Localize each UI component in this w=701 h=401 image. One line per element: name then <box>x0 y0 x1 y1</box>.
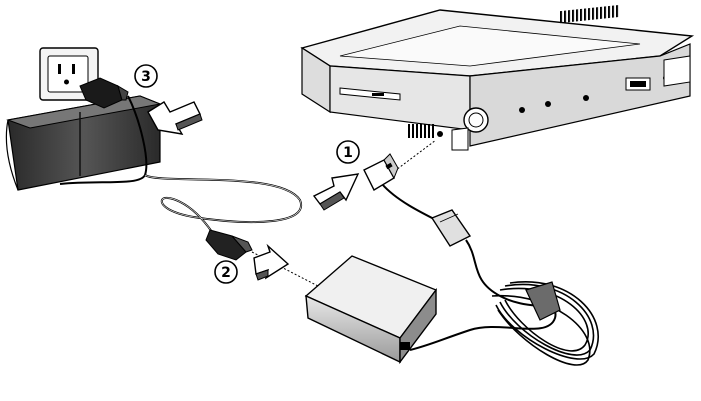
laptop <box>300 4 695 151</box>
step-marker-1: 1 <box>336 140 360 164</box>
step-number: 1 <box>343 145 353 161</box>
step-number: 3 <box>141 69 151 85</box>
insert-arrow-icon <box>147 101 203 135</box>
step-marker-3: 3 <box>134 64 158 88</box>
ac-connector-icon <box>205 229 253 261</box>
wall-ledge <box>5 95 162 191</box>
insert-arrow-icon <box>312 173 360 211</box>
ferrite-bead <box>430 209 472 247</box>
step-marker-2: 2 <box>214 260 238 284</box>
step-number: 2 <box>221 265 231 281</box>
ac-cord-loop <box>144 174 303 233</box>
dc-in-jack <box>437 131 443 137</box>
cable-strap <box>525 281 561 321</box>
power-plug-icon <box>79 77 129 109</box>
dc-plug-icon <box>363 153 399 191</box>
ac-adapter <box>304 255 438 365</box>
insert-arrow-icon <box>253 243 290 281</box>
ac-cord-inner <box>144 174 302 233</box>
